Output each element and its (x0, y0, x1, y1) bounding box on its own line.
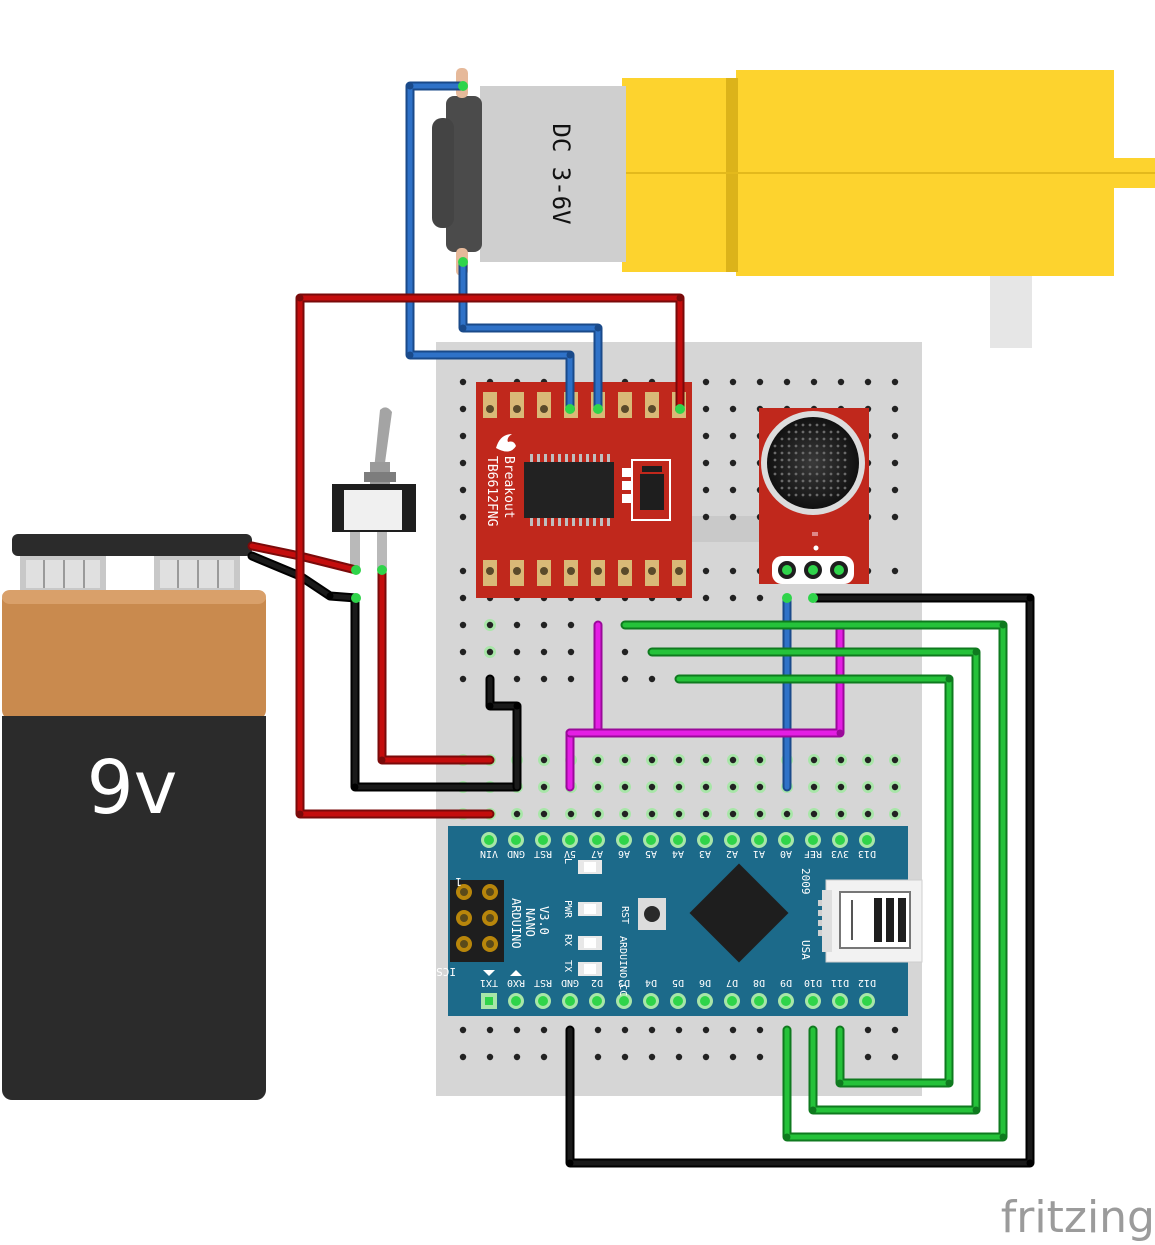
sparkfun-logo-icon (496, 434, 516, 452)
arduino-brand: ARDUINO (509, 898, 523, 949)
nano-top-pin-label: A4 (672, 848, 684, 859)
arduino-year: 2009 (799, 868, 812, 895)
battery-label: 9v (87, 745, 178, 831)
nano-bottom-pin-label: GND (561, 977, 579, 988)
fritzing-watermark: fritzing (1001, 1192, 1155, 1243)
nano-bottom-pin-label: D5 (672, 977, 684, 988)
wire[interactable] (249, 553, 359, 601)
nano-top-pin-label: VIN (480, 848, 498, 859)
nano-top-pin-label: GND (507, 848, 525, 859)
nano-top-pin-label: 5V (564, 848, 576, 859)
wires (247, 81, 1035, 1168)
motor-driver-board[interactable]: TB6612FNG Breakout (476, 382, 692, 598)
nano-top-pin-label: RST (534, 848, 552, 859)
arduino-model: NANO (523, 908, 537, 937)
icsp-pin-1: 1 (455, 875, 462, 888)
nano-top-pin-label: 3V3 (831, 848, 849, 859)
nano-bottom-pin-label: D12 (858, 977, 876, 988)
nano-bottom-pin-label: D11 (831, 977, 849, 988)
nano-top-pin-label: A3 (699, 848, 711, 859)
arduino-site: ARDUINO.CC (617, 936, 628, 996)
nano-bottom-pin-label: D10 (804, 977, 822, 988)
nano-led-label: L (562, 858, 573, 864)
reset-label: RST (619, 906, 630, 924)
nano-led-label: TX (562, 960, 573, 972)
motor-label: DC 3-6V (547, 123, 575, 224)
nano-bottom-pin-label: D7 (726, 977, 738, 988)
nano-top-pin-label: D13 (858, 848, 876, 859)
dc-gear-motor[interactable]: DC 3-6V (432, 68, 1155, 348)
nano-top-pin-label: A2 (726, 848, 738, 859)
nano-led-label: PWR (562, 900, 573, 919)
usb-connector (822, 879, 923, 963)
battery-9v[interactable]: 9v (2, 534, 266, 1100)
nano-bottom-pin-label: D3 (618, 977, 630, 988)
nano-top-pin-label: REF (804, 848, 822, 859)
arduino-version: V3.0 (537, 906, 551, 935)
nano-bottom-pin-label: RX0 (507, 977, 525, 988)
nano-bottom-pin-label: RST (534, 977, 552, 988)
driver-subname: Breakout (501, 456, 516, 519)
icsp-label: ICSP (429, 965, 456, 978)
nano-bottom-pin-label: D8 (753, 977, 765, 988)
nano-top-pin-label: A7 (591, 848, 603, 859)
nano-bottom-pin-label: D4 (645, 977, 657, 988)
driver-name: TB6612FNG (484, 456, 499, 527)
nano-bottom-pin-label: TX1 (480, 977, 498, 988)
wire[interactable] (487, 676, 520, 790)
nano-top-pin-label: A5 (645, 848, 657, 859)
arduino-country: USA (799, 940, 812, 960)
nano-bottom-pin-label: D9 (780, 977, 792, 988)
nano-bottom-pin-label: D6 (699, 977, 711, 988)
microphone-board[interactable] (759, 408, 869, 584)
nano-top-pin-label: A1 (753, 848, 765, 859)
nano-top-pin-label: A6 (618, 848, 630, 859)
toggle-switch[interactable] (332, 407, 416, 570)
nano-top-pin-label: A0 (780, 848, 792, 859)
nano-led-label: RX (562, 934, 573, 946)
nano-bottom-pin-label: D2 (591, 977, 603, 988)
